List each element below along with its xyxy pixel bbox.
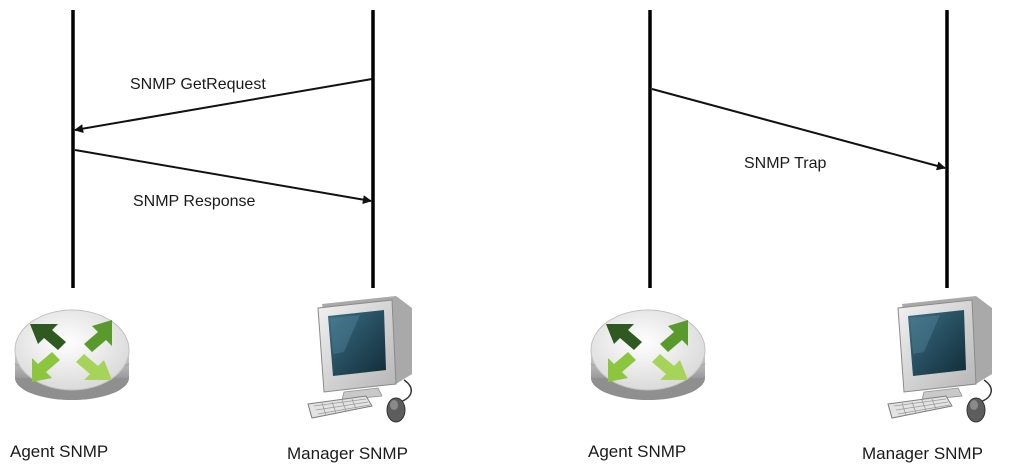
response-label: SNMP Response xyxy=(133,193,256,210)
scenario-1: SNMP GetRequest SNMP Response Agent SNMP… xyxy=(10,10,413,463)
agent-caption: Agent SNMP xyxy=(588,442,686,461)
agent-caption: Agent SNMP xyxy=(10,442,108,461)
router-icon xyxy=(590,309,706,401)
getrequest-arrow xyxy=(74,78,373,134)
getrequest-label: SNMP GetRequest xyxy=(130,76,266,93)
response-arrow xyxy=(74,149,372,205)
computer-icon xyxy=(887,295,993,423)
scenario-2: SNMP Trap Agent SNMP Manager SNMP xyxy=(588,10,993,463)
computer-icon xyxy=(307,295,413,423)
router-icon xyxy=(14,309,130,401)
manager-caption: Manager SNMP xyxy=(287,444,408,463)
trap-label: SNMP Trap xyxy=(744,155,827,172)
trap-arrow xyxy=(651,88,946,171)
manager-caption: Manager SNMP xyxy=(862,444,983,463)
